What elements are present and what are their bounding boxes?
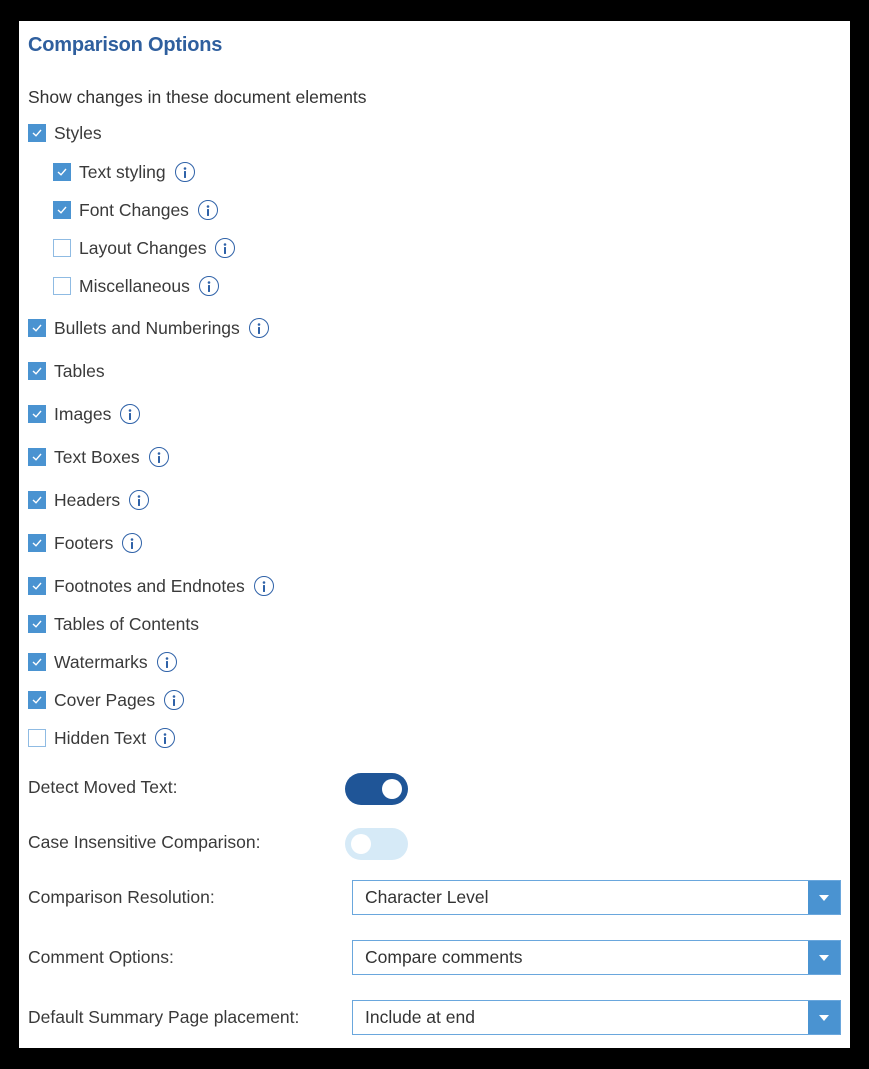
checkbox-box[interactable] (28, 577, 46, 595)
toggle-knob (351, 834, 371, 854)
chevron-down-icon (819, 954, 829, 961)
checkbox-label: Headers (54, 489, 121, 510)
checkbox-box[interactable] (28, 362, 46, 380)
checkbox-tables[interactable]: Tables (28, 359, 105, 383)
checkbox-label: Miscellaneous (79, 275, 190, 296)
checkbox-label: Footers (54, 532, 114, 553)
info-icon[interactable] (120, 404, 141, 424)
comment-options-select[interactable]: Compare comments (352, 940, 841, 975)
checkbox-box[interactable] (28, 124, 46, 142)
checkbox-box[interactable] (28, 729, 46, 747)
checkbox-box[interactable] (53, 163, 71, 181)
detect-moved-text-label: Detect Moved Text: (28, 777, 178, 797)
comparison-resolution-select[interactable]: Character Level (352, 880, 841, 915)
checkbox-label: Styles (54, 122, 102, 143)
checkbox-label: Images (54, 403, 112, 424)
check-icon (32, 696, 42, 704)
checkbox-bullets-and-numberings[interactable]: Bullets and Numberings (28, 316, 269, 340)
check-icon (32, 496, 42, 504)
checkbox-box[interactable] (28, 691, 46, 709)
checkbox-label: Tables (54, 360, 105, 381)
checkbox-box[interactable] (28, 405, 46, 423)
checkbox-layout-changes[interactable]: Layout Changes (53, 236, 236, 260)
checkbox-label: Font Changes (79, 199, 189, 220)
toggle-knob (382, 779, 402, 799)
checkbox-box[interactable] (28, 534, 46, 552)
checkbox-text-boxes[interactable]: Text Boxes (28, 445, 169, 469)
checkbox-images[interactable]: Images (28, 402, 141, 426)
checkbox-label: Footnotes and Endnotes (54, 575, 245, 596)
case-insensitive-comparison-label: Case Insensitive Comparison: (28, 832, 261, 852)
checkbox-footnotes-and-endnotes[interactable]: Footnotes and Endnotes (28, 574, 274, 598)
checkbox-box[interactable] (28, 319, 46, 337)
detect-moved-text-toggle[interactable] (345, 773, 408, 805)
checkbox-box[interactable] (28, 491, 46, 509)
check-icon (32, 539, 42, 547)
checkbox-label: Hidden Text (54, 727, 147, 748)
check-icon (57, 168, 67, 176)
checkbox-styles[interactable]: Styles (28, 121, 102, 145)
checkbox-cover-pages[interactable]: Cover Pages (28, 688, 185, 712)
select-value: Include at end (365, 1007, 475, 1027)
case-insensitive-comparison-toggle[interactable] (345, 828, 408, 860)
checkbox-label: Cover Pages (54, 689, 156, 710)
checkbox-box[interactable] (53, 277, 71, 295)
checkbox-miscellaneous[interactable]: Miscellaneous (53, 274, 219, 298)
checkbox-tables-of-contents[interactable]: Tables of Contents (28, 612, 199, 636)
check-icon (32, 410, 42, 418)
info-icon[interactable] (148, 447, 169, 467)
check-icon (57, 206, 67, 214)
check-icon (32, 582, 42, 590)
checkbox-font-changes[interactable]: Font Changes (53, 198, 218, 222)
info-icon[interactable] (155, 728, 176, 748)
check-icon (32, 129, 42, 137)
info-icon[interactable] (198, 276, 219, 296)
checkbox-label: Bullets and Numberings (54, 317, 240, 338)
dropdown-button[interactable] (808, 1001, 840, 1034)
checkbox-watermarks[interactable]: Watermarks (28, 650, 177, 674)
checkbox-headers[interactable]: Headers (28, 488, 150, 512)
select-value: Compare comments (365, 947, 523, 967)
section-subtitle: Show changes in these document elements (28, 87, 367, 107)
info-icon[interactable] (215, 238, 236, 258)
checkbox-label: Text Boxes (54, 446, 140, 467)
info-icon[interactable] (122, 533, 143, 553)
chevron-down-icon (819, 894, 829, 901)
comment-options-label: Comment Options: (28, 947, 174, 967)
comparison-resolution-label: Comparison Resolution: (28, 887, 215, 907)
default-summary-page-placement-label: Default Summary Page placement: (28, 1007, 300, 1027)
chevron-down-icon (819, 1014, 829, 1021)
checkbox-footers[interactable]: Footers (28, 531, 143, 555)
checkbox-label: Layout Changes (79, 237, 207, 258)
check-icon (32, 620, 42, 628)
checkbox-box[interactable] (28, 448, 46, 466)
default-summary-page-placement-select[interactable]: Include at end (352, 1000, 841, 1035)
info-icon[interactable] (156, 652, 177, 672)
info-icon[interactable] (197, 200, 218, 220)
info-icon[interactable] (253, 576, 274, 596)
info-icon[interactable] (248, 318, 269, 338)
checkbox-label: Watermarks (54, 651, 148, 672)
checkbox-label: Tables of Contents (54, 613, 199, 634)
dropdown-button[interactable] (808, 881, 840, 914)
panel-title: Comparison Options (28, 34, 223, 56)
comparison-options-panel: Comparison Options Show changes in these… (19, 21, 850, 1048)
checkbox-box[interactable] (53, 239, 71, 257)
checkbox-box[interactable] (53, 201, 71, 219)
checkbox-text-styling[interactable]: Text styling (53, 160, 195, 184)
select-value: Character Level (365, 887, 489, 907)
info-icon[interactable] (129, 490, 150, 510)
check-icon (32, 453, 42, 461)
checkbox-box[interactable] (28, 615, 46, 633)
dropdown-button[interactable] (808, 941, 840, 974)
info-icon[interactable] (164, 690, 185, 710)
info-icon[interactable] (174, 162, 195, 182)
check-icon (32, 324, 42, 332)
checkbox-box[interactable] (28, 653, 46, 671)
checkbox-label: Text styling (79, 161, 166, 182)
check-icon (32, 367, 42, 375)
checkbox-hidden-text[interactable]: Hidden Text (28, 726, 176, 750)
check-icon (32, 658, 42, 666)
